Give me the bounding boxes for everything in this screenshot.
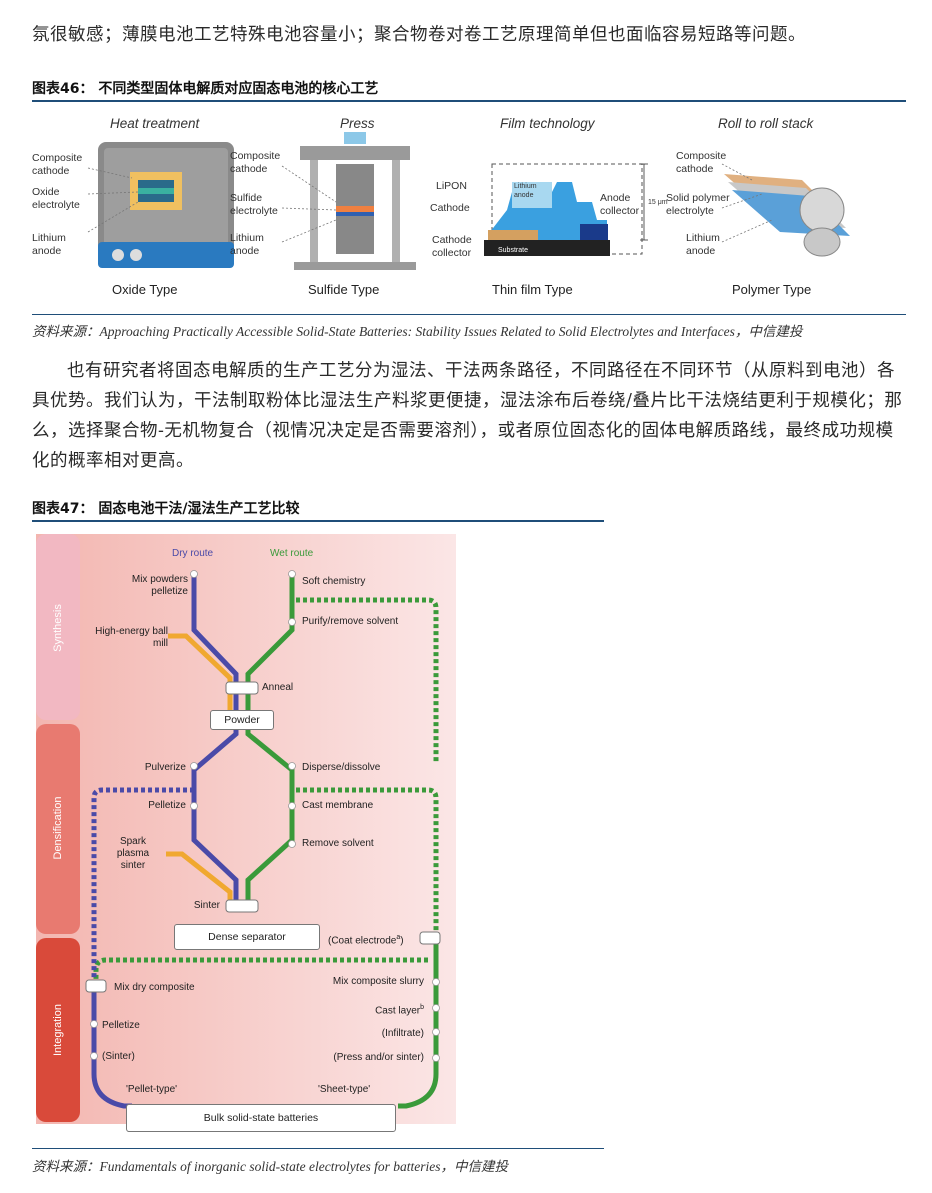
figure46-panels: Heat treatment Press Film technology Rol… — [32, 102, 906, 314]
body-paragraph: 也有研究者将固态电解质的生产工艺分为湿法、干法两条路径，不同路径在不同环节（从原… — [32, 356, 912, 476]
label-oxide-electrolyte: Oxide electrolyte — [32, 186, 80, 211]
label-lithium-anode: Lithium anode — [514, 183, 537, 199]
label-lipon: LiPON — [436, 180, 467, 192]
step-spark-plasma-sinter: Spark plasma sinter — [116, 836, 150, 871]
sheet-type-label: 'Sheet-type' — [318, 1084, 371, 1095]
step-mix-powders: Mix powders pelletize — [131, 574, 188, 597]
caption-thin-film: Thin film Type — [492, 282, 573, 297]
metro-map — [36, 534, 456, 1124]
bulk-batteries-box: Bulk solid-state batteries — [126, 1104, 396, 1132]
figure47-top-rule — [32, 520, 604, 522]
step-ball-mill: High-energy ball mill — [95, 626, 168, 649]
step-infiltrate: (Infiltrate) — [381, 1028, 424, 1039]
step-purify: Purify/remove solvent — [302, 616, 399, 627]
figure47-source: 资料来源：Fundamentals of inorganic solid-sta… — [32, 1159, 508, 1174]
panel-title-roll: Roll to roll stack — [718, 116, 814, 131]
step-soft-chemistry: Soft chemistry — [302, 576, 366, 587]
label-lithium-anode: Lithium anode — [230, 232, 264, 257]
footnote-a: a — [396, 934, 401, 941]
panel-title-press: Press — [340, 116, 375, 131]
panel-title-heat: Heat treatment — [110, 116, 200, 131]
label-composite-cathode: Composite cathode — [676, 150, 727, 175]
paragraph-line: 化的概率相对更高。 — [32, 451, 194, 471]
powder-box: Powder — [210, 710, 274, 730]
step-disperse: Disperse/dissolve — [302, 762, 381, 773]
caption-polymer: Polymer Type — [732, 282, 812, 297]
oven-illustration — [87, 142, 234, 268]
footnote-b: b — [420, 1004, 424, 1011]
step-anneal: Anneal — [262, 682, 294, 693]
label-solid-polymer-electrolyte: Solid polymer electrolyte — [666, 192, 730, 217]
figure46-top-rule — [32, 100, 906, 102]
step-sinter: Sinter — [193, 900, 220, 911]
step-remove-solvent: Remove solvent — [302, 838, 374, 849]
paragraph-line: 么，选择聚合物-无机物复合（视情况决定是否需要溶剂），或者原位固态化的固体电解质… — [32, 421, 894, 441]
figure46-title: 图表46： 不同类型固体电解质对应固态电池的核心工艺 — [32, 81, 379, 97]
step-cast-membrane: Cast membrane — [302, 800, 374, 811]
step-coat-electrode: (Coat electrodea) — [328, 932, 404, 947]
label-sulfide-electrolyte: Sulfide electrolyte — [230, 192, 278, 217]
stage-densification: Densification — [52, 796, 64, 860]
step-mix-slurry: Mix composite slurry — [332, 976, 424, 987]
close-paren: ) — [400, 935, 404, 947]
stage-integration: Integration — [52, 1004, 64, 1056]
label-cathode: Cathode — [430, 202, 470, 214]
label-cathode-collector: Cathode collector — [432, 234, 472, 259]
metro-diagram: Synthesis Densification Integration Dry … — [36, 534, 456, 1132]
label-composite-cathode: Composite cathode — [32, 152, 83, 177]
roll-illustration — [721, 163, 850, 257]
stage-synthesis: Synthesis — [52, 604, 64, 652]
label-composite-cathode: Composite cathode — [230, 150, 281, 175]
dense-separator-box: Dense separator — [174, 924, 320, 950]
paragraph-line: 也有研究者将固态电解质的生产工艺分为湿法、干法两条路径，不同路径在不同环节（从原… — [67, 361, 895, 381]
step-coat-electrode-text: (Coat electrode — [328, 935, 397, 947]
pellet-type-label: 'Pellet-type' — [126, 1084, 178, 1095]
thin-film-illustration — [484, 163, 648, 256]
panel-title-film: Film technology — [500, 116, 595, 131]
dry-route-label: Dry route — [172, 548, 214, 559]
press-illustration — [281, 132, 416, 270]
wet-route-label: Wet route — [270, 548, 314, 559]
label-thickness: 15 μm — [648, 199, 668, 206]
paragraph-line: 具优势。我们认为，干法制取粉体比湿法生产料浆更便捷，湿法涂布后卷绕/叠片比干法烧… — [32, 391, 903, 411]
figure46-source: 资料来源：Approaching Practically Accessible … — [32, 324, 803, 339]
step-cast-layer: Cast layerb — [336, 1002, 424, 1017]
step-cast-layer-text: Cast layer — [375, 1005, 421, 1017]
caption-oxide: Oxide Type — [112, 282, 178, 297]
label-substrate: Substrate — [498, 247, 528, 254]
step-pulverize: Pulverize — [144, 762, 186, 773]
label-lithium-anode: Lithium anode — [686, 232, 720, 257]
label-lithium-anode: Lithium anode — [32, 232, 66, 257]
step-mix-dry-composite: Mix dry composite — [114, 982, 195, 993]
step-press-sinter: (Press and/or sinter) — [333, 1052, 424, 1063]
figure46-bottom-rule — [32, 314, 906, 315]
caption-sulfide: Sulfide Type — [308, 282, 380, 297]
intro-text: 氛很敏感；薄膜电池工艺特殊电池容量小；聚合物卷对卷工艺原理简单但也面临容易短路等… — [32, 25, 806, 45]
figure47-title: 图表47： 固态电池干法/湿法生产工艺比较 — [32, 501, 300, 517]
figure46-illustration — [87, 132, 850, 270]
step-sinter-2: (Sinter) — [102, 1051, 135, 1062]
step-pelletize: Pelletize — [148, 800, 186, 811]
label-anode-collector: Anode collector — [600, 192, 640, 217]
figure47-bottom-rule — [32, 1148, 604, 1149]
step-pelletize-2: Pelletize — [102, 1020, 140, 1031]
